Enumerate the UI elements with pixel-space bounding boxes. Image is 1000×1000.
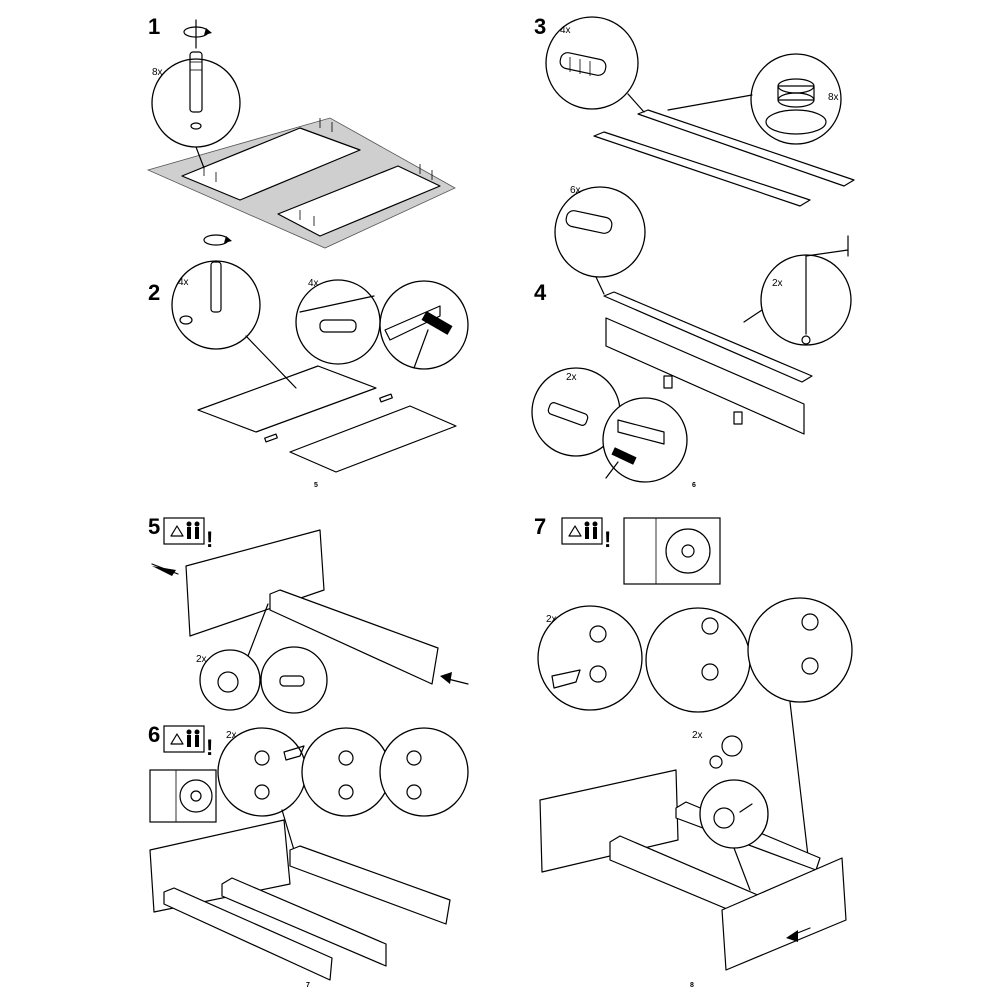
headboard xyxy=(185,529,325,637)
push-arrow-icon xyxy=(440,672,469,685)
two-person-icon xyxy=(163,517,205,545)
step-3-callout-dowel xyxy=(545,16,639,110)
side-rail xyxy=(269,589,439,685)
step-7-warning: ! xyxy=(604,527,611,552)
step-7: 7 ! 2x 2x xyxy=(534,514,853,989)
step-2-qty-dowel: 4x xyxy=(178,277,189,288)
step-1: 1 8x xyxy=(146,14,456,249)
panel-right xyxy=(277,165,441,237)
hammer-icon xyxy=(413,311,453,369)
step-4: 4 6x 2x 2x 6 xyxy=(531,185,852,489)
back-board xyxy=(605,317,805,435)
step-7-number: 7 xyxy=(534,514,546,539)
step-3: 3 4x 8x xyxy=(534,14,855,207)
push-arrow-icon xyxy=(786,927,811,942)
step-4-qty-dowel: 6x xyxy=(570,185,581,196)
rail-a xyxy=(593,131,811,207)
panel-b xyxy=(289,405,457,473)
dowel-screw-icon xyxy=(189,51,203,130)
step-2-callout-hammer xyxy=(379,280,469,370)
panel-a xyxy=(197,365,377,433)
screw-icon xyxy=(801,235,849,345)
step-7-callout-1 xyxy=(537,605,643,711)
step-6-qty: 2x xyxy=(226,730,237,741)
top-rail xyxy=(603,291,813,383)
step-6-callout-3 xyxy=(379,727,469,817)
page-number-7: 7 xyxy=(306,982,310,989)
step-5-warning: ! xyxy=(206,527,213,552)
page-number-5: 5 xyxy=(314,482,318,489)
step-5-number: 5 xyxy=(148,514,160,539)
step-2-callout-fitting xyxy=(295,279,381,365)
two-person-icon xyxy=(163,725,205,753)
step-2-callout-dowel xyxy=(171,260,261,350)
page-number-6: 6 xyxy=(692,482,696,489)
step-5-qty: 2x xyxy=(196,654,207,665)
pointing-hand-icon xyxy=(283,745,305,761)
step-3-number: 3 xyxy=(534,14,546,39)
step-3-qty-cam: 8x xyxy=(828,92,839,103)
step-6-callout-1 xyxy=(217,727,307,817)
step-3-qty-dowel: 4x xyxy=(560,25,571,36)
dowels xyxy=(203,118,433,226)
dowel-icon xyxy=(559,52,607,76)
step-5-callout-cam xyxy=(199,649,261,711)
center-beam xyxy=(221,877,387,967)
hammer-icon xyxy=(605,447,637,479)
step-6-number: 6 xyxy=(148,722,160,747)
step-7-callout-2 xyxy=(645,607,751,713)
step-6-warning: ! xyxy=(206,735,213,760)
step-5-callout-dowel xyxy=(260,646,328,714)
rotate-arrow-icon xyxy=(183,19,212,49)
step-6: 6 ! 2x 7 xyxy=(148,722,469,989)
step-2: 2 4x 4x 5 xyxy=(148,234,469,489)
side-rail-long xyxy=(289,845,451,925)
step-2-qty-fitting: 4x xyxy=(308,278,319,289)
two-person-icon xyxy=(561,517,603,545)
step-4-callout-hammer xyxy=(602,397,688,483)
pointing-hand-icon xyxy=(551,669,581,689)
cam-lock-icon xyxy=(149,769,217,823)
step-2-number: 2 xyxy=(148,280,160,305)
step-7-qty-fitting: 2x xyxy=(546,614,557,625)
step-1-number: 1 xyxy=(148,14,160,39)
cam-lock-icon xyxy=(623,517,721,585)
rotate-arrow-icon xyxy=(203,234,232,246)
step-1-callout xyxy=(151,58,241,148)
rail-b xyxy=(637,109,855,187)
step-4-number: 4 xyxy=(534,280,547,305)
step-4-qty-fitting: 2x xyxy=(566,372,577,383)
step-6-callout-2 xyxy=(301,727,391,817)
cam-lock-icon xyxy=(765,78,827,135)
step-7-qty-cam: 2x xyxy=(692,730,703,741)
panel-left xyxy=(181,127,361,201)
step-5: 5 ! 2x xyxy=(148,514,469,714)
push-arrow-icon xyxy=(151,563,179,576)
page-number-8: 8 xyxy=(690,982,694,989)
footboard xyxy=(721,857,847,971)
side-rail-short xyxy=(163,887,333,981)
step-7-callout-cam xyxy=(699,779,769,849)
step-7-callout-3 xyxy=(747,597,853,703)
step-1-qty: 8x xyxy=(152,67,163,78)
rug xyxy=(146,117,456,249)
step-4-qty-screw: 2x xyxy=(772,278,783,289)
step-3-callout-cam xyxy=(750,53,842,145)
